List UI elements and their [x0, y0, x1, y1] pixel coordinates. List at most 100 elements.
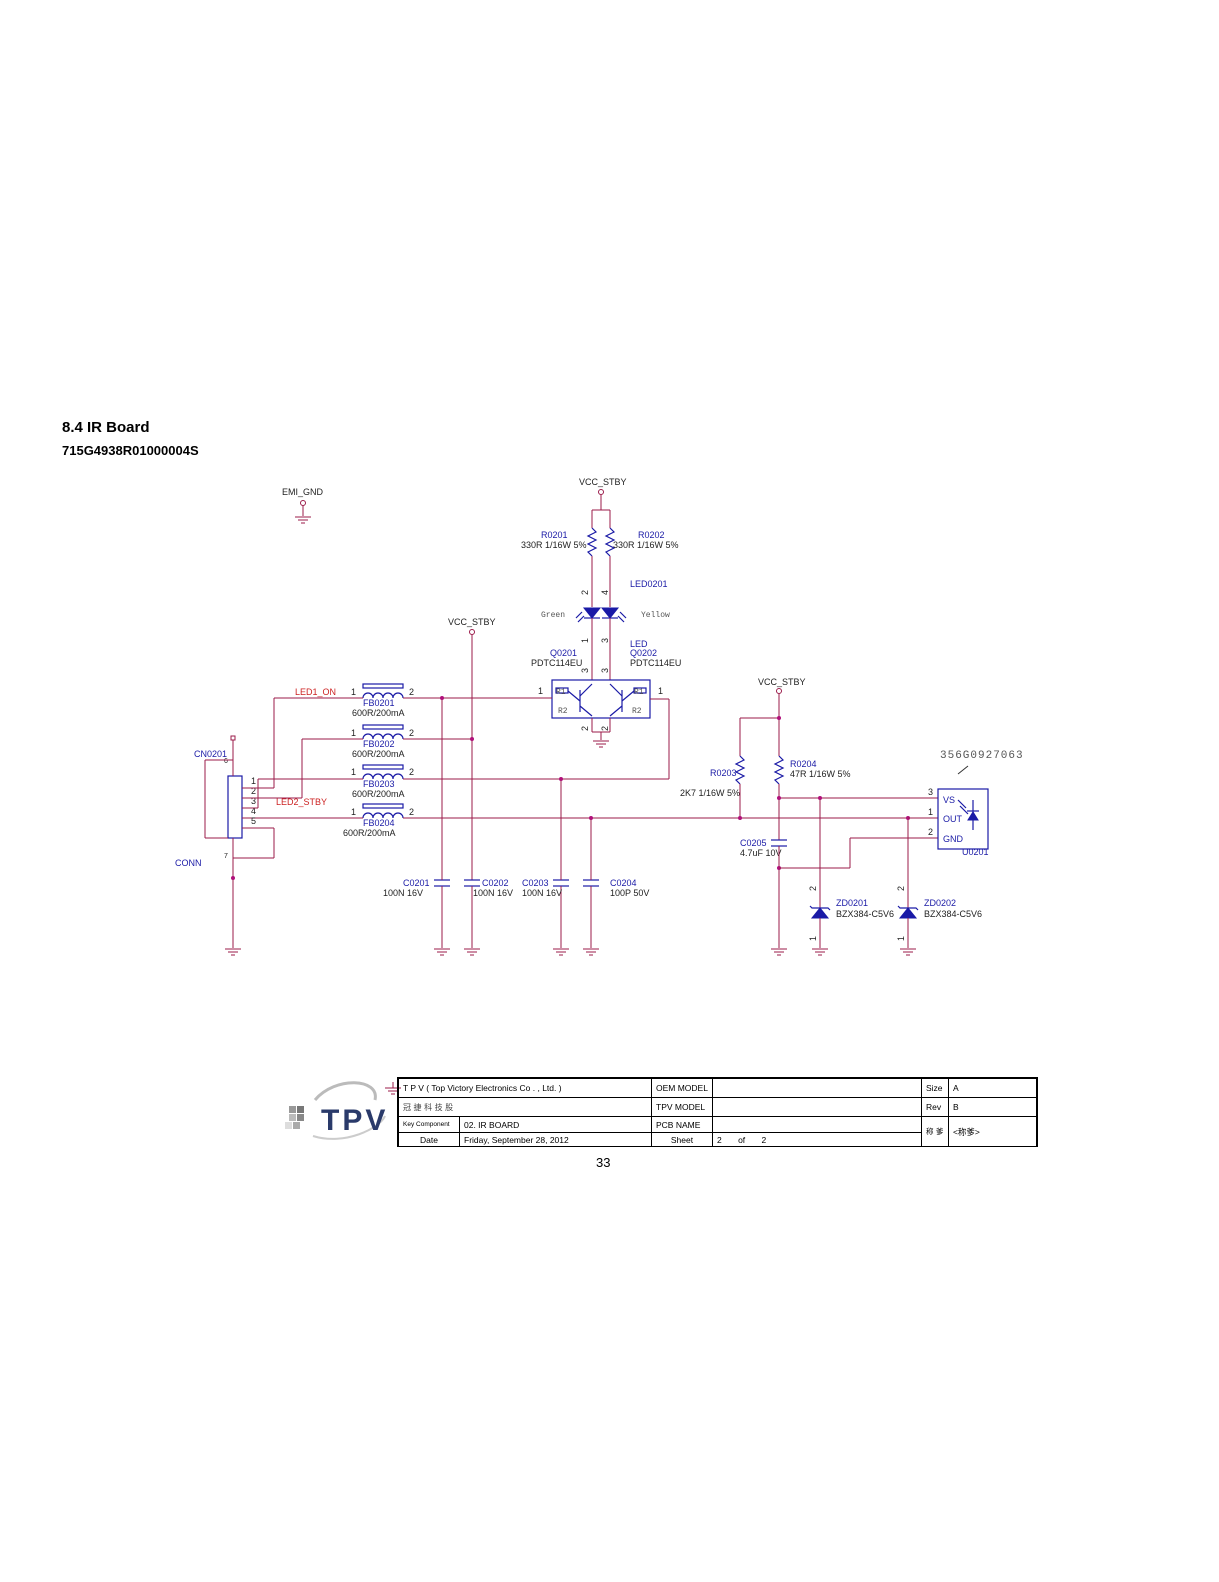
q0202-value: PDTC114EU	[630, 658, 681, 668]
emi-gnd-label: EMI_GND	[282, 487, 324, 497]
key-component-label: Key Component	[399, 1117, 460, 1132]
q0202-pin-b: 1	[658, 686, 663, 696]
rev-label: Rev	[920, 1097, 949, 1117]
resistor-r0204	[773, 755, 785, 785]
zd0201-pin-1: 1	[808, 936, 818, 941]
sheet-number: 2	[716, 1134, 722, 1145]
connector-cn0201	[227, 775, 243, 839]
zener-zd0201	[810, 907, 830, 919]
fb0204-pin1: 1	[351, 807, 356, 817]
r0203-ref: R0203	[710, 768, 737, 778]
led-color-green: Green	[541, 611, 565, 620]
connector-pin-2: 2	[251, 786, 256, 796]
fb0204-pin2: 2	[409, 807, 414, 817]
r0203-value: 2K7 1/16W 5%	[680, 788, 740, 798]
c0203-ref: C0203	[522, 878, 549, 888]
vcc-stby-top-label: VCC_STBY	[579, 477, 627, 487]
sheet-label: Sheet	[651, 1132, 713, 1147]
fb0201-ref: FB0201	[363, 698, 395, 708]
sheet-of: of	[738, 1134, 746, 1145]
tpv-model-value	[711, 1097, 922, 1117]
resistor-r0203	[734, 755, 746, 785]
tpv-logo: TPV	[285, 1081, 388, 1140]
fb0202-ref: FB0202	[363, 739, 395, 749]
connector-pin-4: 4	[251, 806, 256, 816]
zd0202-value: BZX384-C5V6	[924, 909, 982, 919]
net-led1-on: LED1_ON	[295, 687, 336, 697]
zd0201-pin-2: 2	[808, 886, 818, 891]
fb0203-value: 600R/200mA	[352, 789, 405, 799]
c0204-ref: C0204	[610, 878, 637, 888]
r0201-ref: R0201	[541, 530, 568, 540]
capacitor-c0201	[434, 879, 450, 887]
capacitor-c0203	[553, 879, 569, 887]
sheet-total: 2	[761, 1134, 767, 1145]
zd0202-ref: ZD0202	[924, 898, 956, 908]
q0202-r2-label: R2	[632, 707, 642, 716]
ir-pin-gnd-label: GND	[943, 834, 964, 844]
board-part-number: 715G4938R01000004S	[62, 443, 199, 458]
fb0204-ref: FB0204	[363, 818, 395, 828]
led-pin-2: 2	[580, 590, 590, 595]
c0202-value: 100N 16V	[473, 888, 513, 898]
led-yellow-diode	[600, 607, 620, 619]
title-block: T P V ( Top Victory Electronics Co . , L…	[397, 1077, 1038, 1147]
q0202-r1-label: R1	[634, 688, 644, 697]
led-green-diode	[582, 607, 602, 619]
led-name: LED	[630, 639, 648, 649]
size-label: Size	[920, 1078, 949, 1098]
c0202-ref: C0202	[482, 878, 509, 888]
q0201-r1-label: R1	[556, 688, 566, 697]
capacitor-c0204	[583, 879, 599, 887]
ferrite-fb0202	[362, 724, 404, 740]
emi-gnd-terminal	[300, 500, 306, 506]
ferrite-fb0203	[362, 764, 404, 780]
pcb-name-value	[711, 1116, 922, 1133]
resistor-r0201	[586, 527, 598, 557]
zd0201-ref: ZD0201	[836, 898, 868, 908]
key-component-value: 02. IR BOARD	[464, 1119, 520, 1130]
pcb-name-label: PCB NAME	[651, 1116, 713, 1133]
q0201-r2-label: R2	[558, 707, 568, 716]
led-pin-1: 1	[580, 638, 590, 643]
q0201-ref: Q0201	[550, 648, 577, 658]
led-color-yellow: Yellow	[641, 611, 670, 620]
ferrite-fb0204	[362, 803, 404, 819]
q0202-pin-e: 2	[600, 726, 610, 731]
section-heading: 8.4 IR Board	[62, 419, 150, 436]
ir-pin-vs-num: 3	[928, 787, 933, 797]
oem-model-value	[711, 1078, 922, 1098]
q0202-ref: Q0202	[630, 648, 657, 658]
ir-receiver-u0201	[937, 788, 989, 850]
zd0202-pin-1: 1	[896, 936, 906, 941]
connector-pin-5: 5	[251, 816, 256, 826]
capacitor-c0202	[464, 879, 480, 887]
connector-pin-3: 3	[251, 796, 256, 806]
rev-value: B	[947, 1097, 1038, 1117]
fb0203-pin1: 1	[351, 767, 356, 777]
ir-receiver-part-number: 356G0927063	[940, 750, 1024, 762]
r0204-value: 47R 1/16W 5%	[790, 769, 851, 779]
zd0201-value: BZX384-C5V6	[836, 909, 894, 919]
zd0202-pin-2: 2	[896, 886, 906, 891]
q0201-pin-e: 2	[580, 726, 590, 731]
fb0203-pin2: 2	[409, 767, 414, 777]
connector-name: CONN	[175, 858, 202, 868]
page-number: 33	[596, 1155, 611, 1170]
emi-gnd-symbol	[294, 516, 312, 524]
net-led2-stby: LED2_STBY	[276, 797, 327, 807]
fb0202-pin2: 2	[409, 728, 414, 738]
r0201-value: 330R 1/16W 5%	[521, 540, 587, 550]
fb0202-pin1: 1	[351, 728, 356, 738]
c0204-value: 100P 50V	[610, 888, 649, 898]
c0203-value: 100N 16V	[522, 888, 562, 898]
q0201-pin-c: 3	[580, 668, 590, 673]
r0202-value: 330R 1/16W 5%	[613, 540, 679, 550]
logo-text: TPV	[321, 1104, 388, 1137]
fb0201-value: 600R/200mA	[352, 708, 405, 718]
resistor-r0202	[604, 527, 616, 557]
fb0201-pin1: 1	[351, 687, 356, 697]
tpv-model-label: TPV MODEL	[651, 1097, 713, 1117]
c0201-value: 100N 16V	[383, 888, 423, 898]
